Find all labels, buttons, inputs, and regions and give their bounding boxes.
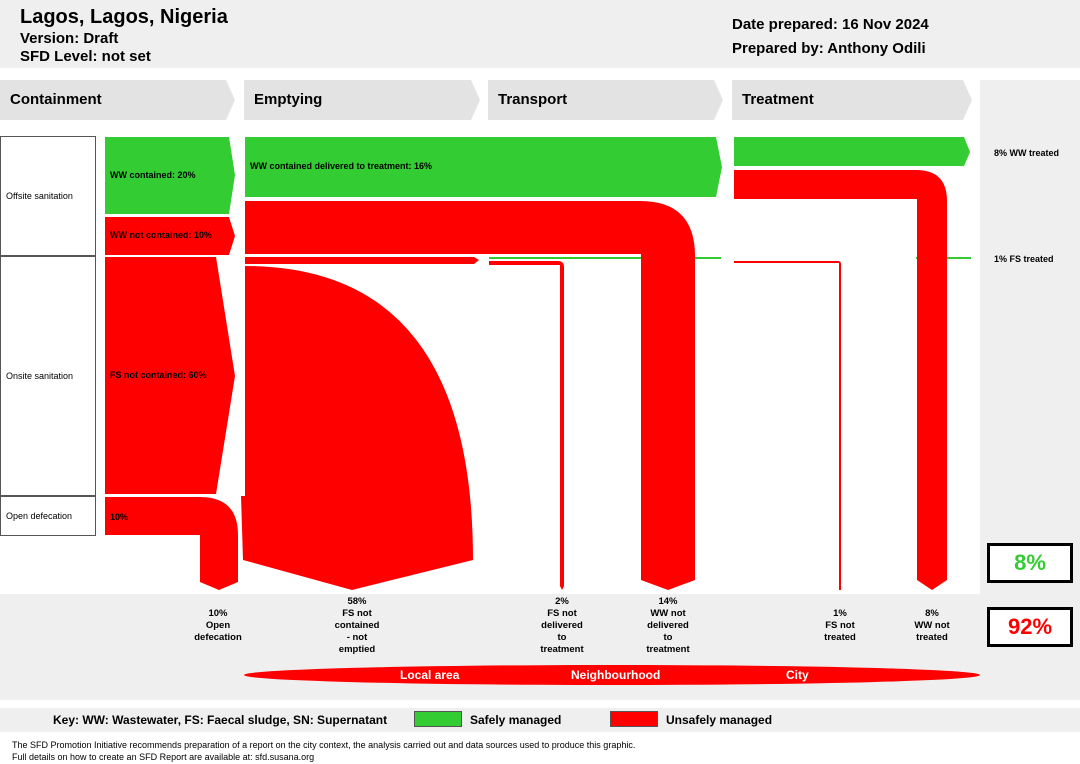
stage-treatment: Treatment: [732, 80, 972, 120]
outcome-pct: 58%: [347, 596, 367, 607]
outcome-pct: 8%: [925, 608, 939, 619]
flow-ww-contained: [105, 137, 235, 214]
key-unsafe-label: Unsafely managed: [666, 713, 773, 727]
area-neighbourhood: Neighbourhood: [571, 668, 661, 682]
stage-emptying: Emptying: [244, 80, 480, 120]
area-city: City: [786, 668, 809, 682]
flow-ww-not-treated: [734, 170, 947, 590]
key-band: [0, 708, 1080, 732]
outcome-open-defecation: 10% Open defecation: [188, 608, 248, 644]
flow-ww-not-delivered: [245, 201, 695, 590]
label-fs-treated: 1% FS treated: [994, 254, 1054, 264]
label-ww-delivered: WW contained delivered to treatment: 16%: [250, 161, 433, 171]
safe-swatch: [414, 711, 462, 727]
row-offsite-label: Offsite sanitation: [6, 191, 73, 201]
row-onsite: Onsite sanitation: [0, 256, 96, 496]
sfd-level-label: SFD Level: not set: [20, 48, 151, 65]
outcome-pct: 1%: [833, 608, 847, 619]
outcome-column: [980, 80, 1080, 594]
area-ellipse: [244, 665, 980, 685]
outcome-fs-not-treated: 1% FS not treated: [810, 608, 870, 644]
outcome-pct: 14%: [658, 596, 678, 607]
flow-fs-not-treated: [734, 261, 841, 590]
header-band: [0, 0, 1080, 68]
flow-fs-not-delivered: [489, 261, 564, 590]
outcome-ww-not-delivered: 14% WW not delivered to treatment: [638, 596, 698, 656]
flow-fs-not-emptied: [241, 266, 473, 590]
outcome-ww-not-treated: 8% WW not treated: [902, 608, 962, 644]
label-ww-contained: WW contained: 20%: [110, 170, 196, 180]
outcome-label: Open defecation: [194, 620, 242, 643]
label-fs-not-contained: FS not contained: 60%: [110, 370, 207, 380]
flow-fs-treated: [489, 257, 721, 259]
outcome-label: FS not delivered to treatment: [540, 608, 584, 655]
version-label: Version: Draft: [20, 30, 119, 47]
footer-line-2: Full details on how to create an SFD Rep…: [12, 752, 315, 762]
flow-open-defecation: [105, 497, 238, 590]
outcome-fs-not-emptied: 58% FS not contained - not emptied: [326, 596, 388, 656]
label-open-defecation: 10%: [110, 512, 129, 522]
prepared-by: Prepared by: Anthony Odili: [732, 40, 926, 57]
flow-ww-treated: [734, 137, 970, 166]
key-safe-label: Safely managed: [470, 713, 562, 727]
outcome-fs-not-delivered: 2% FS not delivered to treatment: [532, 596, 592, 656]
safe-percent-box: 8%: [987, 543, 1073, 583]
outcome-label: FS not contained - not emptied: [334, 608, 380, 655]
flow-ww-not-contained: [105, 217, 235, 255]
outcome-pct: 10%: [208, 608, 228, 619]
stage-transport: Transport: [488, 80, 723, 120]
unsafe-percent-box: 92%: [987, 607, 1073, 647]
unsafe-swatch: [610, 711, 658, 727]
flow-fs-treated-2: [697, 257, 721, 259]
outcome-label: WW not treated: [914, 620, 950, 643]
flow-ww-delivered: [245, 137, 722, 197]
outcome-label: WW not delivered to treatment: [646, 608, 690, 655]
footer-line-1: The SFD Promotion Initiative recommends …: [12, 740, 636, 750]
area-local: Local area: [400, 668, 460, 682]
row-open-defecation: Open defecation: [0, 496, 96, 536]
date-prepared: Date prepared: 16 Nov 2024: [732, 16, 929, 33]
label-ww-not-contained: WW not contained: 10%: [110, 230, 212, 240]
row-onsite-label: Onsite sanitation: [6, 371, 74, 381]
flow-fs-not-contained: [105, 257, 235, 494]
row-open-label: Open defecation: [6, 511, 73, 521]
row-offsite: Offsite sanitation: [0, 136, 96, 256]
outcome-pct: 2%: [555, 596, 569, 607]
outcome-label: FS not treated: [824, 620, 856, 643]
stage-containment: Containment: [0, 80, 235, 120]
key-text: Key: WW: Wastewater, FS: Faecal sludge, …: [53, 713, 388, 727]
city-title: Lagos, Lagos, Nigeria: [20, 6, 228, 28]
flow-fs-emptied: [245, 257, 479, 264]
label-ww-treated: 8% WW treated: [994, 148, 1060, 158]
